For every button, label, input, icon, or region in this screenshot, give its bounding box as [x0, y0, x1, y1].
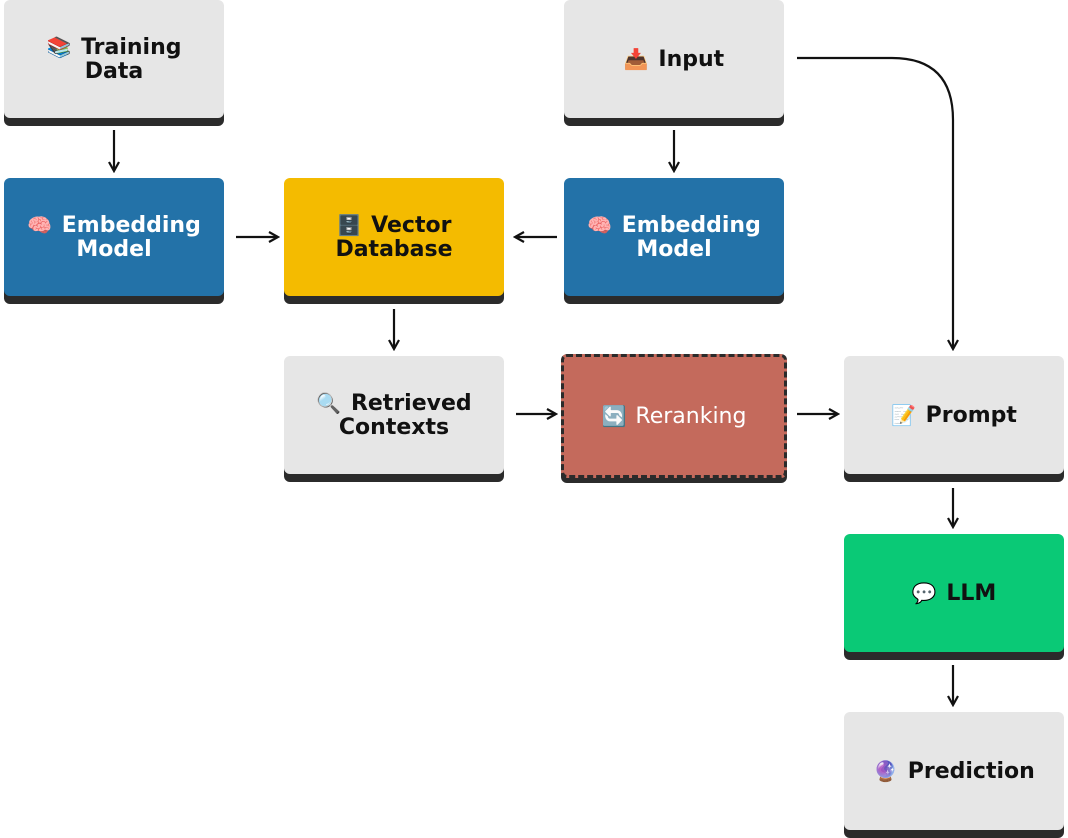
file-cabinet-icon: 🗄️ — [336, 212, 362, 237]
node-label: LLM — [946, 580, 997, 606]
node-embedding-model-right: 🧠 Embedding Model — [564, 178, 784, 296]
books-icon: 📚 — [46, 34, 72, 59]
node-prompt: 📝 Prompt — [844, 356, 1064, 474]
node-prediction: 🔮 Prediction — [844, 712, 1064, 830]
node-label: Training Data — [81, 34, 182, 84]
node-label: Prompt — [925, 402, 1017, 428]
node-label: Embedding Model — [61, 212, 201, 262]
node-label: Embedding Model — [621, 212, 761, 262]
crystal-ball-icon: 🔮 — [873, 758, 899, 783]
memo-icon: 📝 — [891, 402, 916, 427]
node-reranking: 🔄 Reranking — [561, 354, 787, 478]
node-input: 📥 Input — [564, 0, 784, 118]
arrow-input-to-prompt — [797, 56, 953, 349]
brain-icon: 🧠 — [27, 212, 53, 237]
inbox-tray-icon: 📥 — [623, 46, 649, 71]
node-label: Input — [658, 46, 725, 72]
node-vector-database: 🗄️ Vector Database — [284, 178, 504, 296]
magnifier-icon: 🔍 — [316, 390, 342, 415]
speech-bubble-icon: 💬 — [911, 580, 937, 605]
node-label: Reranking — [635, 403, 747, 429]
brain-icon: 🧠 — [587, 212, 613, 237]
node-label: Retrieved Contexts — [338, 390, 472, 440]
node-retrieved-contexts: 🔍 Retrieved Contexts — [284, 356, 504, 474]
node-training-data: 📚 Training Data — [4, 0, 224, 118]
node-embedding-model-left: 🧠 Embedding Model — [4, 178, 224, 296]
node-label: Vector Database — [335, 212, 453, 262]
refresh-icon: 🔄 — [601, 403, 627, 428]
node-label: Prediction — [907, 758, 1035, 784]
node-llm: 💬 LLM — [844, 534, 1064, 652]
